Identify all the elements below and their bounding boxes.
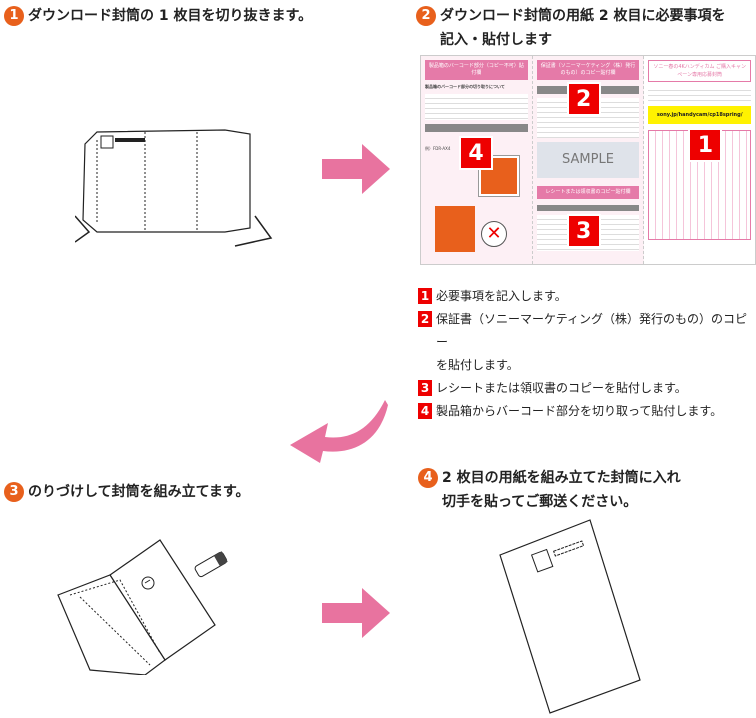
marker-3: 3 xyxy=(566,214,601,248)
form-col1-header: 製品箱のバーコード部分（コピー不可）貼付欄 xyxy=(425,60,528,80)
step-4-line1: 2 枚目の用紙を組み立てた封筒に入れ xyxy=(442,470,681,486)
step-1-text: ダウンロード封筒の 1 枚目を切り抜きます。 xyxy=(28,8,313,24)
step-2-heading: 2 ダウンロード封筒の用紙 2 枚目に必要事項を記入・貼付します xyxy=(416,4,726,52)
form-url: sony.jp/handycam/cp18spring/ xyxy=(648,106,752,124)
step-2-line2: 記入・貼付します xyxy=(440,32,552,48)
step-4-line2: 切手を貼ってご郵送ください。 xyxy=(442,494,638,510)
glue-envelope-illustration xyxy=(57,539,228,675)
step-number-badge: 1 xyxy=(4,6,24,26)
arrow-curved-down-left-icon xyxy=(290,400,388,463)
form-col1-model: 例）FDR-AX4 xyxy=(425,146,451,151)
step-number-badge: 3 xyxy=(4,482,24,502)
form-col2-header2: レシートまたは領収書のコピー貼付欄 xyxy=(536,186,640,199)
step-number-badge: 2 xyxy=(416,6,436,26)
arrow-right-icon xyxy=(322,588,390,638)
marker-4: 4 xyxy=(459,136,493,170)
form-col1-subtitle: 製品箱のバーコード部分の切り取りについて xyxy=(425,84,505,89)
form-col3-title: ソニー春の4Kハンディカム ご購入キャンペーン専用応募封筒 xyxy=(648,60,752,82)
marker-1: 1 xyxy=(688,128,723,162)
cutout-envelope-illustration xyxy=(75,129,273,247)
legend-text: 保証書（ソニーマーケティング（株）発行のもの）のコピー xyxy=(436,312,748,349)
legend-text: 必要事項を記入します。 xyxy=(436,289,567,303)
marker-2: 2 xyxy=(566,82,601,116)
legend-marker: 1 xyxy=(418,288,432,304)
legend-item-4: 4 製品箱からバーコード部分を切り取って貼付します。 xyxy=(418,400,756,423)
legend-marker: 2 xyxy=(418,311,432,327)
step-number-badge: 4 xyxy=(418,468,438,488)
legend-item-3: 3 レシートまたは領収書のコピーを貼付します。 xyxy=(418,377,756,400)
finished-envelope-illustration xyxy=(499,519,641,714)
step-3-heading: 3 のりづけして封筒を組み立てます。 xyxy=(4,480,249,504)
legend-marker: 4 xyxy=(418,403,432,419)
form-column-warranty: 保証書（ソニーマーケティング（株）発行のもの）のコピー貼付欄 SAMPLE レシ… xyxy=(532,56,645,264)
legend-text: を貼付します。 xyxy=(436,358,519,372)
application-form-preview: 製品箱のバーコード部分（コピー不可）貼付欄 製品箱のバーコード部分の切り取りにつ… xyxy=(420,55,756,265)
step-1-heading: 1 ダウンロード封筒の 1 枚目を切り抜きます。 xyxy=(4,4,312,28)
form-sample-image: SAMPLE xyxy=(536,142,640,178)
legend-item-1: 1 必要事項を記入します。 xyxy=(418,285,756,308)
step-4-heading: 4 2 枚目の用紙を組み立てた封筒に入れ切手を貼ってご郵送ください。 xyxy=(418,466,681,514)
step-2-line1: ダウンロード封筒の用紙 2 枚目に必要事項を xyxy=(440,8,726,24)
legend-text: レシートまたは領収書のコピーを貼付します。 xyxy=(436,381,687,395)
form-col2-header: 保証書（ソニーマーケティング（株）発行のもの）のコピー貼付欄 xyxy=(536,60,640,80)
legend-marker: 3 xyxy=(418,380,432,396)
step-3-text: のりづけして封筒を組み立てます。 xyxy=(28,484,250,500)
glue-stick-icon xyxy=(194,551,228,578)
legend-text: 製品箱からバーコード部分を切り取って貼付します。 xyxy=(436,404,723,418)
form-column-entry: ソニー春の4Kハンディカム ご購入キャンペーン専用応募封筒 sony.jp/ha… xyxy=(644,56,755,264)
arrow-right-icon xyxy=(322,144,390,194)
form-column-barcode: 製品箱のバーコード部分（コピー不可）貼付欄 製品箱のバーコード部分の切り取りにつ… xyxy=(421,56,533,264)
